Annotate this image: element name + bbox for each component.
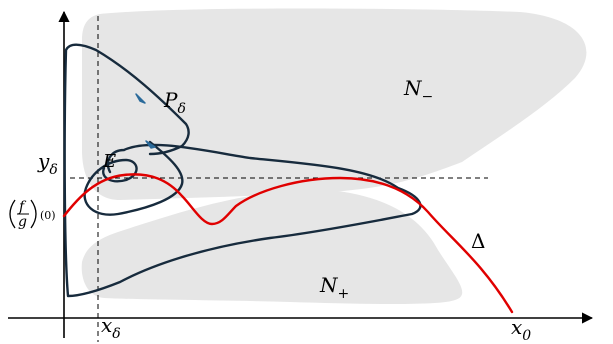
label-f-over-g-zero: f g (0): [9, 199, 56, 230]
left-paren: [9, 199, 16, 229]
right-paren: [30, 199, 37, 229]
curve-delta: [62, 173, 514, 314]
arrowhead-icon: [135, 93, 146, 104]
label-n-minus: N−: [403, 76, 433, 105]
arrowhead-icon: [145, 140, 156, 149]
svg-text:g: g: [18, 214, 27, 230]
trajectory-p-delta: [63, 43, 422, 298]
region-n-minus: [82, 8, 587, 200]
label-y-delta: yδ: [37, 149, 58, 178]
svg-text:(0): (0): [40, 209, 56, 222]
label-equilibrium: E: [102, 151, 116, 172]
label-n-plus: N+: [319, 273, 349, 302]
label-x-delta: xδ: [101, 313, 121, 342]
label-delta: Δ: [471, 229, 485, 253]
label-x0: x0: [511, 315, 531, 344]
label-p-delta: Pδ: [163, 88, 186, 117]
svg-text:f: f: [18, 199, 27, 215]
region-n-plus: [81, 189, 463, 304]
